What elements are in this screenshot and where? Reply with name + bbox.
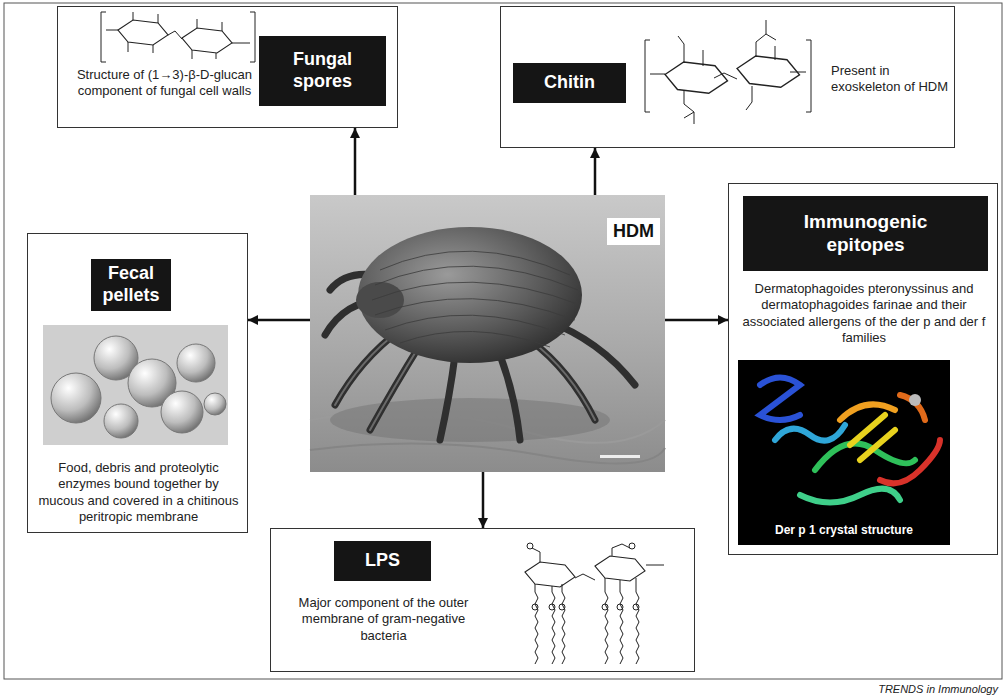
heading-tag: Chitin (513, 63, 626, 103)
heading-text: Immunogenic epitopes (791, 211, 941, 257)
glucan-structure (101, 12, 255, 62)
source-box: Fecal pelletsFood, debris and proteolyti… (27, 233, 248, 533)
heading-tag: Fungal spores (259, 36, 386, 106)
heading-tag: Fecal pellets (91, 259, 171, 311)
arrow-connector (482, 472, 485, 528)
arrow-connector (594, 148, 597, 195)
description-text: Dermatophagoides pteronyssinus and derma… (735, 281, 993, 346)
heading-text: Chitin (544, 72, 595, 94)
fecal-pellet-image (43, 325, 228, 445)
der-p1-structure (738, 360, 950, 545)
description-text: Major component of the outer membrane of… (281, 595, 486, 644)
source-box: Chitin Present in exoskeleton of HDM (500, 6, 955, 148)
heading-text: Fungal spores (273, 49, 373, 92)
description-text: Structure of (1→3)-β-D-glucan component … (62, 67, 267, 100)
description-text: Food, debris and proteolytic enzymes bou… (34, 460, 243, 525)
heading-tag: LPS (334, 541, 431, 581)
arrow-connector (665, 319, 728, 322)
source-box: Fungal sporesStructure of (1→3)-β-D-gluc… (57, 6, 398, 128)
chitin-structure (645, 20, 811, 124)
heading-tag: Immunogenic epitopes (743, 196, 988, 271)
panel-label: HDM (607, 218, 660, 245)
journal-watermark: TRENDS in Immunology (870, 683, 998, 696)
description-text: Present in exoskeleton of HDM (831, 63, 949, 96)
heading-text: Fecal pellets (101, 263, 161, 306)
arrow-connector (248, 319, 310, 322)
figure-frame (4, 3, 1002, 679)
image-caption: Der p 1 crystal structure (738, 523, 950, 537)
lps-structure (525, 543, 664, 664)
source-box: Immunogenic epitopesDermatophagoides pte… (728, 183, 998, 555)
arrow-connector (354, 128, 357, 195)
mite-photo (310, 195, 665, 472)
mite-panel: HDM (310, 195, 665, 472)
source-box: LPS Major component of the outer membrane… (270, 528, 695, 672)
heading-text: LPS (365, 550, 400, 572)
